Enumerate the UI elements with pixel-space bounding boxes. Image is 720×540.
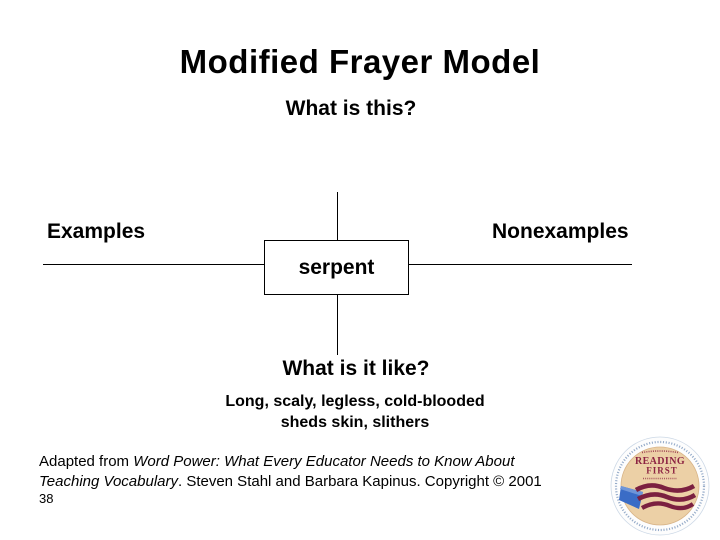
question-heading: What is it like? (282, 357, 430, 380)
citation-italic-2: Teaching Vocabulary (39, 473, 178, 490)
seal-wave-2 (636, 492, 697, 502)
slide-title: Modified Frayer Model (179, 43, 541, 80)
answer-line-2: sheds skin, slithers (280, 414, 430, 431)
seal-ring-text (614, 440, 706, 532)
slide-subtitle: What is this? (285, 97, 417, 120)
answer-line-1: Long, scaly, legless, cold-blooded (225, 393, 485, 410)
diagram-connector-top (337, 192, 338, 241)
diagram-connector-right (408, 264, 632, 265)
citation-text: Adapted from Word Power: What Every Educ… (39, 452, 599, 492)
diagram-connector-bottom (337, 294, 338, 355)
citation-regular-2: . Steven Stahl and Barbara Kapinus. Copy… (177, 473, 542, 490)
citation-regular-1: Adapted from (39, 453, 134, 470)
seal-top-caption (641, 450, 679, 454)
seal-book-pages (620, 486, 643, 496)
seal-text-reading: READING (635, 456, 685, 467)
diagram-connector-left (43, 264, 264, 265)
citation-italic-1: Word Power: What Every Educator Needs to… (133, 453, 515, 470)
nonexamples-label: Nonexamples (492, 220, 629, 243)
page-number: 38 (39, 491, 54, 506)
center-term-text: serpent (298, 255, 375, 279)
seal-wave-3 (640, 501, 695, 511)
reading-first-seal-logo: READING FIRST (610, 436, 710, 536)
center-term-box: serpent (264, 240, 409, 295)
answer-text: Long, scaly, legless, cold-blooded sheds… (0, 391, 715, 433)
examples-label: Examples (47, 220, 146, 243)
seal-wave-1 (634, 483, 696, 493)
seal-text-first: FIRST (646, 466, 678, 476)
